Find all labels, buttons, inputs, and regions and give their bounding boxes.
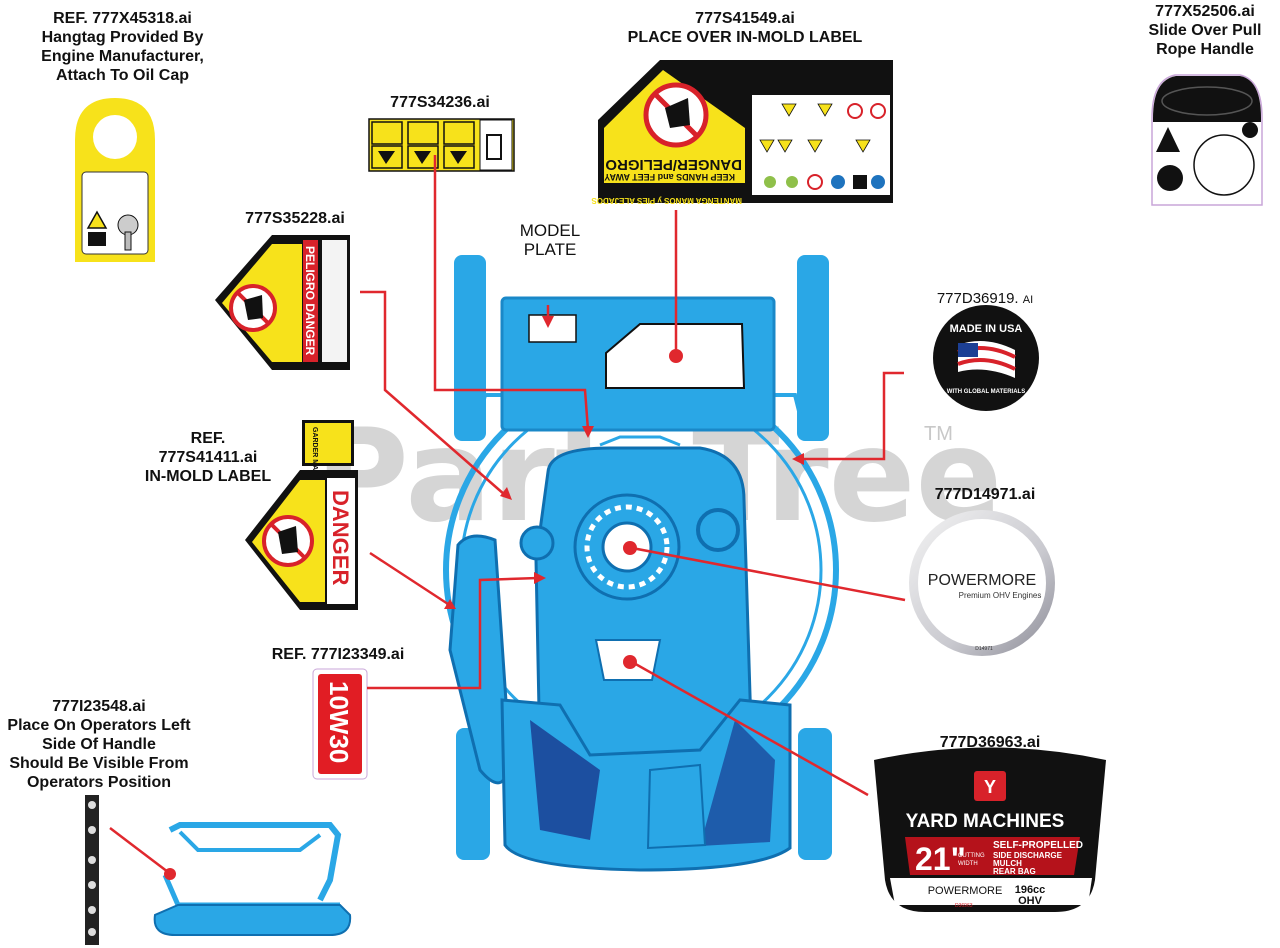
mower-body [443, 255, 839, 872]
decal-d36919: MADE IN USA WITH GLOBAL MATERIALS [933, 305, 1039, 411]
label-x52506-line2: Slide Over Pull [1148, 22, 1262, 39]
label-s35228: 777S35228.ai [245, 210, 345, 227]
label-d14971: 777D14971.ai [934, 486, 1036, 503]
decal-s41411: GARDER MAINS et PIEDS à DISTANCE DANGER [245, 420, 358, 610]
decal-d36963: Y YARD MACHINES 21" CUTTING WIDTH SELF-P… [874, 747, 1106, 912]
leader-lines [109, 155, 906, 873]
label-hangtag-line4: Attach To Oil Cap [55, 67, 190, 84]
rear-bag-text: REAR BAG [993, 867, 1036, 876]
label-x52506-line1: 777X52506.ai [1155, 3, 1255, 20]
d36963-code: D36963 [955, 903, 973, 909]
handle-drawing [85, 795, 352, 945]
decal-s34236 [368, 118, 515, 172]
label-s41411-line2: 777S41411.ai [158, 449, 258, 466]
label-i23349: REF. 777I23349.ai [271, 646, 405, 663]
label-i23548-line4: Should Be Visible From [9, 755, 189, 772]
label-x52506: 777X52506.ai Slide Over Pull Rope Handle [1130, 2, 1280, 59]
decal-hangtag [75, 98, 155, 262]
label-d36919-main: 777D36919. [936, 290, 1023, 307]
svg-text:Y: Y [984, 777, 996, 797]
label-i23548-line1: 777I23548.ai [52, 698, 146, 715]
oil-text: 10W30 [324, 681, 354, 763]
cutting-width-value: 21" [915, 841, 966, 877]
trademark-text: TM [924, 423, 953, 445]
label-i23548: 777I23548.ai Place On Operators Left Sid… [0, 697, 198, 792]
label-i23548-line3: Side Of Handle [42, 736, 156, 753]
label-s41411: REF. 777S41411.ai IN-MOLD LABEL [128, 429, 288, 486]
label-hangtag: REF. 777X45318.ai Hangtag Provided By En… [10, 9, 235, 85]
leader-arrowheads [164, 316, 804, 880]
label-d36963: 777D36963.ai [939, 734, 1041, 751]
label-s41549: 777S41549.ai PLACE OVER IN-MOLD LABEL [595, 9, 895, 47]
width-text: WIDTH [958, 861, 978, 867]
label-model-plate-line2: PLATE [523, 240, 577, 259]
label-d36919-suffix: AI [1022, 294, 1034, 306]
global-materials-text: WITH GLOBAL MATERIALS [947, 389, 1025, 395]
label-d36919: 777D36919. AI [905, 289, 1065, 310]
d14971-code: D14971 [975, 646, 993, 652]
label-s41411-line3: IN-MOLD LABEL [144, 468, 272, 485]
label-hangtag-line3: Engine Manufacturer, [41, 48, 204, 65]
label-hangtag-line2: Hangtag Provided By [41, 29, 204, 46]
label-model-plate-line1: MODEL [519, 221, 581, 240]
ohv-text: OHV [1018, 895, 1043, 907]
danger-peligro-text: DANGER/PELIGRO [605, 156, 742, 173]
handle-grip [153, 904, 352, 936]
control-strip-decal [85, 795, 99, 945]
label-i23548-line2: Place On Operators Left [7, 717, 191, 734]
peligro-danger-text: PELIGRO DANGER [303, 246, 317, 356]
label-s41411-line1: REF. [190, 430, 226, 447]
premium-text: Premium OHV Engines [959, 591, 1042, 600]
powermore-text: POWERMORE [928, 572, 1036, 589]
powermore-small-text: POWERMORE [928, 885, 1003, 897]
self-propelled-text: SELF-PROPELLED [993, 840, 1083, 851]
label-model-plate: MODEL PLATE [500, 221, 600, 259]
side-discharge-text: SIDE DISCHARGE [993, 851, 1063, 860]
label-i23548-line5: Operators Position [26, 774, 172, 791]
mulch-text: MULCH [993, 859, 1022, 868]
made-in-usa-text: MADE IN USA [950, 323, 1023, 335]
decal-s41549: DANGER/PELIGRO KEEP HANDS and FEET AWAY … [591, 60, 893, 205]
decal-d14971: POWERMORE Premium OHV Engines D14971 [909, 510, 1055, 656]
label-s41549-line1: 777S41549.ai [695, 10, 795, 27]
cutting-text: CUTTING [958, 853, 985, 859]
rear-wheel-left [454, 255, 486, 441]
model-plate-box [528, 314, 577, 343]
label-x52506-line3: Rope Handle [1156, 41, 1254, 58]
cc-text: 196cc [1015, 884, 1046, 896]
decal-s35228: PELIGRO DANGER [215, 235, 350, 370]
front-wheel-right [798, 728, 832, 860]
label-s41549-line2: PLACE OVER IN-MOLD LABEL [627, 29, 863, 46]
manual-icon [88, 232, 106, 246]
label-s34236: 777S34236.ai [390, 94, 490, 111]
air-filter [696, 508, 740, 552]
keep-hands-text: KEEP HANDS and FEET AWAY [604, 172, 735, 182]
danger-text: DANGER [328, 490, 353, 585]
decal-x52506 [1151, 74, 1263, 206]
mantenga-text: MANTENGA MANOS y PIES ALEJADOS [591, 196, 742, 205]
oil-cap [519, 525, 555, 561]
rear-wheel-right [797, 255, 829, 441]
decal-i23349: 10W30 [312, 668, 368, 780]
yard-machines-text: YARD MACHINES [906, 811, 1065, 832]
label-hangtag-line1: REF. 777X45318.ai [53, 10, 192, 27]
